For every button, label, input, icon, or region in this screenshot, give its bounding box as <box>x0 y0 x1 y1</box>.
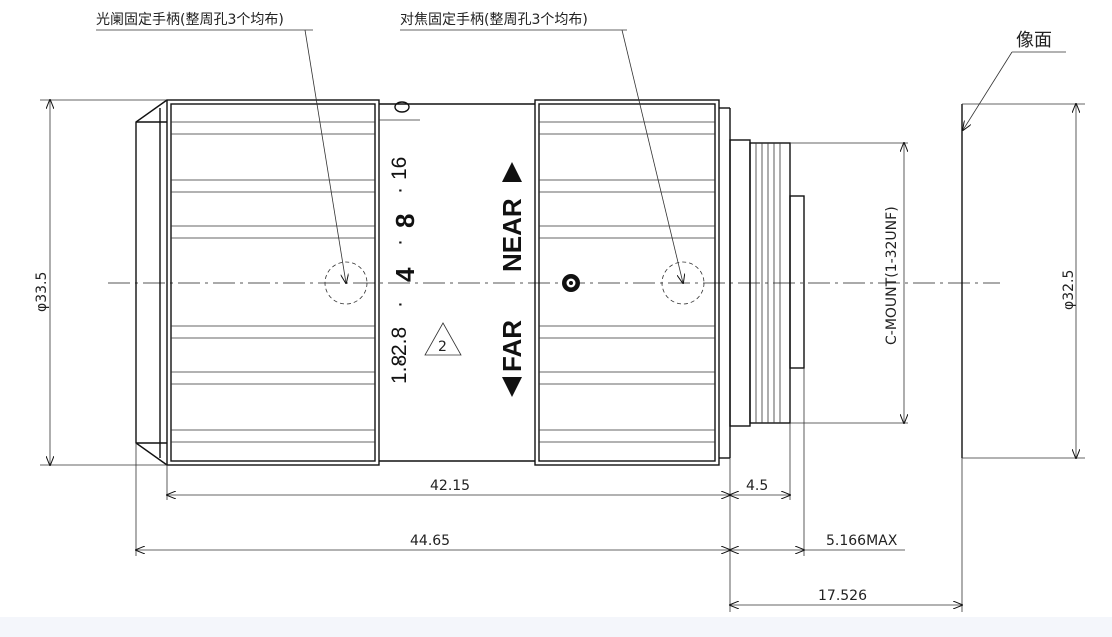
fnum-2-8: 2.8 <box>388 327 411 356</box>
far-arrow-icon <box>502 377 522 397</box>
scale-dot: · <box>388 239 411 246</box>
svg-text:5.166MAX: 5.166MAX <box>826 533 898 549</box>
dim-thread-length: 4.5 <box>730 478 790 495</box>
svg-text:φ32.5: φ32.5 <box>1061 270 1077 310</box>
image-plane-callout: 像面 <box>1016 30 1052 51</box>
dim-mount: C-MOUNT(1-32UNF) <box>790 143 908 423</box>
svg-text:44.65: 44.65 <box>410 533 450 549</box>
bottom-strip <box>0 617 1112 637</box>
fnum-1-8: 1.8 <box>388 355 411 384</box>
dim-flange-distance: 17.526 <box>730 588 962 605</box>
front-bevel <box>135 99 168 466</box>
focus-direction: NEAR FAR <box>497 162 527 397</box>
svg-text:C-MOUNT(1-32UNF): C-MOUNT(1-32UNF) <box>884 206 900 345</box>
fnum-4: 4 <box>390 267 420 282</box>
focus-screw-hole <box>661 261 705 305</box>
far-label: FAR <box>497 320 527 372</box>
svg-text:17.526: 17.526 <box>818 588 867 604</box>
dim-body-length: 42.15 <box>167 478 730 495</box>
scale-dot: · <box>388 358 411 365</box>
focus-handle-callout: 对焦固定手柄(整周孔3个均布) <box>400 12 588 28</box>
aperture-ring <box>166 99 380 466</box>
dim-image-diameter: φ32.5 <box>962 104 1085 458</box>
fnum-16: 16 <box>388 157 411 180</box>
extension-lines <box>135 368 963 612</box>
note-triangle: 2 <box>424 322 462 356</box>
focus-ring <box>534 99 720 466</box>
scale-dot: · <box>388 187 411 194</box>
svg-text:4.5: 4.5 <box>746 478 768 494</box>
aperture-ring-grooves <box>171 121 375 443</box>
aperture-scale: 1.8 · 2.8 · 4 · 8 · 16 <box>388 157 420 384</box>
note-number: 2 <box>438 339 447 355</box>
leader-lines <box>96 29 1066 283</box>
near-label: NEAR <box>497 198 527 272</box>
dim-outer-diameter: φ33.5 <box>34 100 167 465</box>
svg-text:42.15: 42.15 <box>430 478 470 494</box>
index-screw-icon <box>562 274 580 292</box>
aperture-handle-callout: 光阑固定手柄(整周孔3个均布) <box>96 12 284 28</box>
fnum-8: 8 <box>390 214 420 228</box>
c-mount-thread <box>729 139 805 427</box>
scale-dot: · <box>388 301 411 308</box>
svg-text:φ33.5: φ33.5 <box>34 272 50 312</box>
dim-total-length: 44.65 <box>136 533 730 550</box>
scale-barrel <box>379 101 535 462</box>
near-arrow-icon <box>502 162 522 182</box>
dim-back-protrusion: 5.166MAX <box>730 533 905 550</box>
focus-ring-grooves <box>539 121 715 443</box>
aperture-screw-hole <box>324 261 368 305</box>
